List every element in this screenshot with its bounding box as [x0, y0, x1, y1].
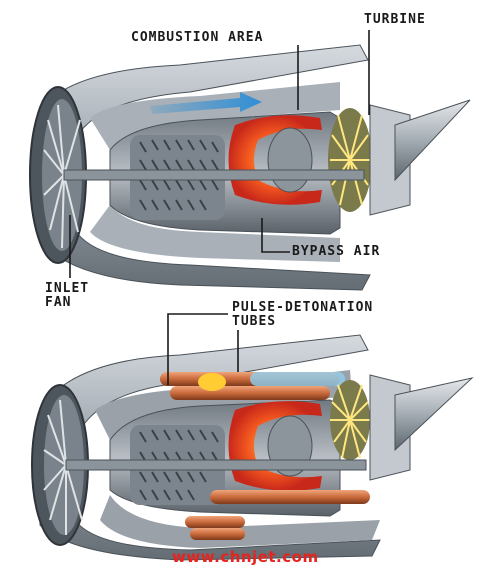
label-tubes: TUBES — [232, 314, 277, 329]
turbine-blades — [330, 384, 370, 459]
label-turbine: TURBINE — [364, 12, 426, 27]
central-shaft — [63, 169, 365, 181]
compressor-blades — [139, 139, 219, 211]
label-bypass-air: BYPASS AIR — [292, 244, 381, 259]
inlet-fan-blades — [43, 104, 81, 249]
exhaust-cone — [394, 377, 474, 452]
exhaust-cone — [394, 99, 471, 182]
label-pulse-detonation: PULSE-DETONATION — [232, 300, 374, 315]
leader-lines-bottom — [167, 313, 239, 385]
watermark-url: www.chnjet.com — [172, 548, 319, 566]
label-inlet: INLET — [45, 281, 90, 296]
leader-lines-top — [69, 30, 370, 278]
pulse-detonation-engine — [31, 334, 474, 561]
turbofan-engine — [29, 44, 471, 291]
pulse-tube — [170, 386, 330, 400]
combustion-chamber — [228, 115, 322, 205]
pulse-tube — [210, 490, 370, 504]
central-shaft — [65, 459, 367, 471]
inlet-fan-blades — [43, 399, 83, 535]
label-fan: FAN — [45, 295, 72, 310]
detonation-flash — [198, 373, 226, 391]
label-combustion-area: COMBUSTION AREA — [131, 30, 264, 45]
pulse-tube — [185, 516, 245, 528]
bypass-air-arrow-upper — [150, 92, 262, 114]
pulse-tube — [190, 528, 245, 540]
